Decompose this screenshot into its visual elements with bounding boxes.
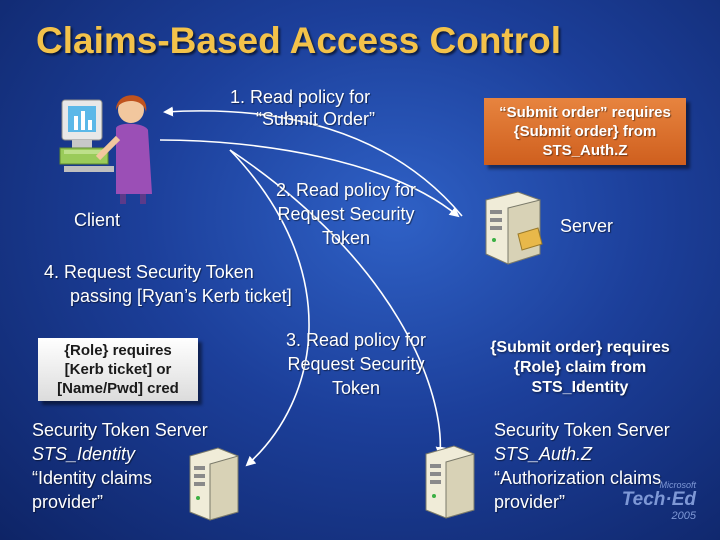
step1-line2: “Submit Order”: [256, 109, 376, 129]
sts-identity-server-icon: [189, 447, 239, 521]
arrow-step2: [159, 139, 460, 218]
sts-identity-line1: Security Token Server: [32, 420, 208, 440]
note-submit-role-line3: STS_Identity: [531, 379, 629, 396]
logo-year: 2005: [671, 510, 696, 522]
step2-label: 2. Read policy for Request Security Toke…: [246, 178, 446, 250]
note-submit-role-line1: {Submit order} requires: [490, 339, 670, 356]
step4-line2: passing [Ryan’s Kerb ticket]: [70, 286, 292, 306]
step1-line1: 1. Read policy for: [230, 87, 371, 107]
note-submit-role-line2: {Role} claim from: [513, 359, 647, 376]
note-role-line1: {Role} requires: [64, 342, 172, 359]
sts-identity-line4: provider”: [32, 492, 104, 512]
note-submit-line2: {Submit order} from: [513, 123, 657, 140]
note-submit-role-policy: {Submit order} requires {Role} claim fro…: [474, 338, 686, 398]
sts-authz-label: Security Token Server STS_Auth.Z “Author…: [494, 418, 670, 514]
step3-line3: Token: [331, 378, 381, 398]
note-role-policy: {Role} requires [Kerb ticket] or [Name/P…: [38, 338, 198, 401]
sts-identity-label: Security Token Server STS_Identity “Iden…: [32, 418, 208, 514]
sts-identity-line2: STS_Identity: [32, 444, 136, 464]
step2-line2: Request Security: [277, 204, 415, 224]
sts-authz-line4: provider”: [494, 492, 566, 512]
sts-identity-line3: “Identity claims: [32, 468, 153, 488]
step4-label: 4. Request Security Token passing [Ryan’…: [44, 260, 292, 308]
sts-authz-line3: “Authorization claims: [494, 468, 662, 488]
step3-label: 3. Read policy for Request Security Toke…: [256, 328, 456, 400]
client-label: Client: [74, 210, 121, 230]
arrow-step3: [229, 149, 446, 457]
step2-line1: 2. Read policy for: [275, 180, 417, 200]
note-submit-order-policy: “Submit order” requires {Submit order} f…: [484, 98, 686, 165]
step4-line1: 4. Request Security Token: [44, 262, 254, 282]
note-role-line3: [Name/Pwd] cred: [57, 380, 179, 397]
sts-authz-server-icon: [425, 445, 475, 519]
step3-line2: Request Security: [287, 354, 425, 374]
logo-brand: Tech·Ed: [621, 489, 696, 510]
sts-authz-line1: Security Token Server: [494, 420, 670, 440]
note-submit-line3: STS_Auth.Z: [542, 142, 628, 159]
client-computer-icon: [59, 95, 152, 204]
note-role-line2: [Kerb ticket] or: [64, 361, 172, 378]
arrow-step4: [229, 149, 310, 467]
arrow-step1: [163, 106, 463, 217]
note-submit-line1: “Submit order” requires: [499, 104, 671, 121]
tech-ed-logo: Microsoft Tech·Ed 2005: [622, 480, 696, 522]
page-title: Claims-Based Access Control: [36, 20, 562, 61]
sts-authz-line2: STS_Auth.Z: [494, 444, 593, 464]
step2-line3: Token: [321, 228, 371, 248]
step1-label: 1. Read policy for “Submit Order”: [230, 86, 375, 130]
server-icon: [485, 191, 543, 265]
server-label: Server: [560, 216, 614, 236]
step3-line1: 3. Read policy for: [285, 330, 427, 350]
logo-maker: Microsoft: [659, 480, 696, 490]
